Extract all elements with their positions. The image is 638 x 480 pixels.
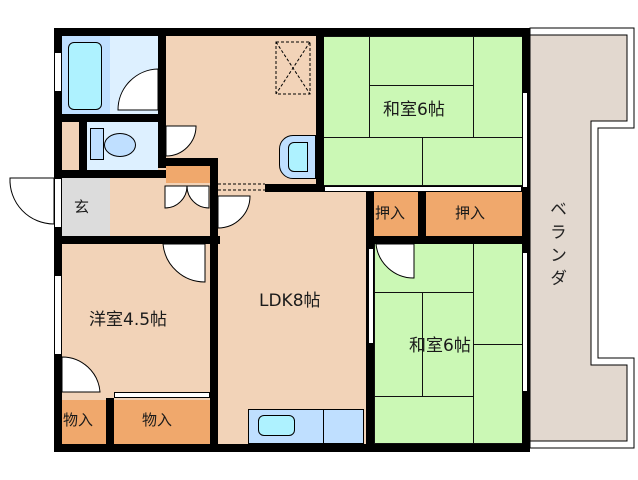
oshiire-large-label: 押入 bbox=[455, 204, 486, 222]
sliding-door[interactable] bbox=[368, 248, 374, 344]
genkan-label: 玄 bbox=[74, 198, 90, 216]
hall-closet[interactable] bbox=[166, 166, 210, 183]
wall bbox=[54, 236, 220, 244]
bathtub-icon bbox=[68, 42, 102, 110]
wall bbox=[158, 158, 218, 166]
monoire-large[interactable] bbox=[114, 400, 210, 444]
wall bbox=[418, 186, 426, 242]
balcony-label: ベランダ bbox=[546, 200, 566, 292]
wall bbox=[210, 192, 218, 452]
oshiire-small-label: 押入 bbox=[375, 204, 406, 222]
ldk-label: LDK8帖 bbox=[259, 291, 321, 311]
sliding-door[interactable] bbox=[114, 392, 210, 398]
washitsu-bottom-label: 和室6帖 bbox=[409, 336, 471, 356]
wall bbox=[54, 114, 166, 122]
wall bbox=[54, 170, 166, 178]
monoire-small-label: 物入 bbox=[63, 411, 94, 429]
wall bbox=[265, 184, 324, 192]
wall bbox=[158, 28, 166, 168]
wall bbox=[210, 158, 218, 192]
storage-nook bbox=[60, 122, 80, 172]
monoire-small[interactable] bbox=[60, 400, 106, 444]
wall bbox=[54, 28, 530, 36]
monoire-large-label: 物入 bbox=[142, 411, 173, 429]
tatami-mat bbox=[374, 396, 474, 444]
oshiire-large[interactable] bbox=[426, 192, 524, 236]
window[interactable] bbox=[522, 92, 528, 188]
washitsu-top-floor bbox=[322, 36, 524, 186]
sliding-door[interactable] bbox=[324, 186, 522, 192]
window[interactable] bbox=[522, 252, 528, 392]
toilet-bowl-icon bbox=[104, 133, 136, 157]
wall bbox=[106, 398, 114, 448]
wall bbox=[54, 444, 530, 452]
wall bbox=[522, 28, 530, 452]
washitsu-top-label: 和室6帖 bbox=[383, 100, 445, 120]
toilet-tank-icon bbox=[90, 128, 104, 160]
youshitsu-label: 洋室4.5帖 bbox=[89, 310, 168, 330]
wall bbox=[316, 28, 324, 192]
genkan-floor bbox=[60, 178, 110, 236]
window[interactable] bbox=[54, 52, 62, 92]
oshiire-small[interactable] bbox=[374, 192, 418, 236]
kitchen-sink-icon bbox=[258, 415, 295, 436]
wall bbox=[366, 236, 526, 244]
window[interactable] bbox=[54, 275, 62, 355]
washitsu-bottom-floor bbox=[374, 242, 524, 444]
washbasin-bowl-icon bbox=[288, 142, 308, 172]
kitchen-counter-divider bbox=[323, 409, 324, 444]
wall bbox=[79, 114, 87, 174]
